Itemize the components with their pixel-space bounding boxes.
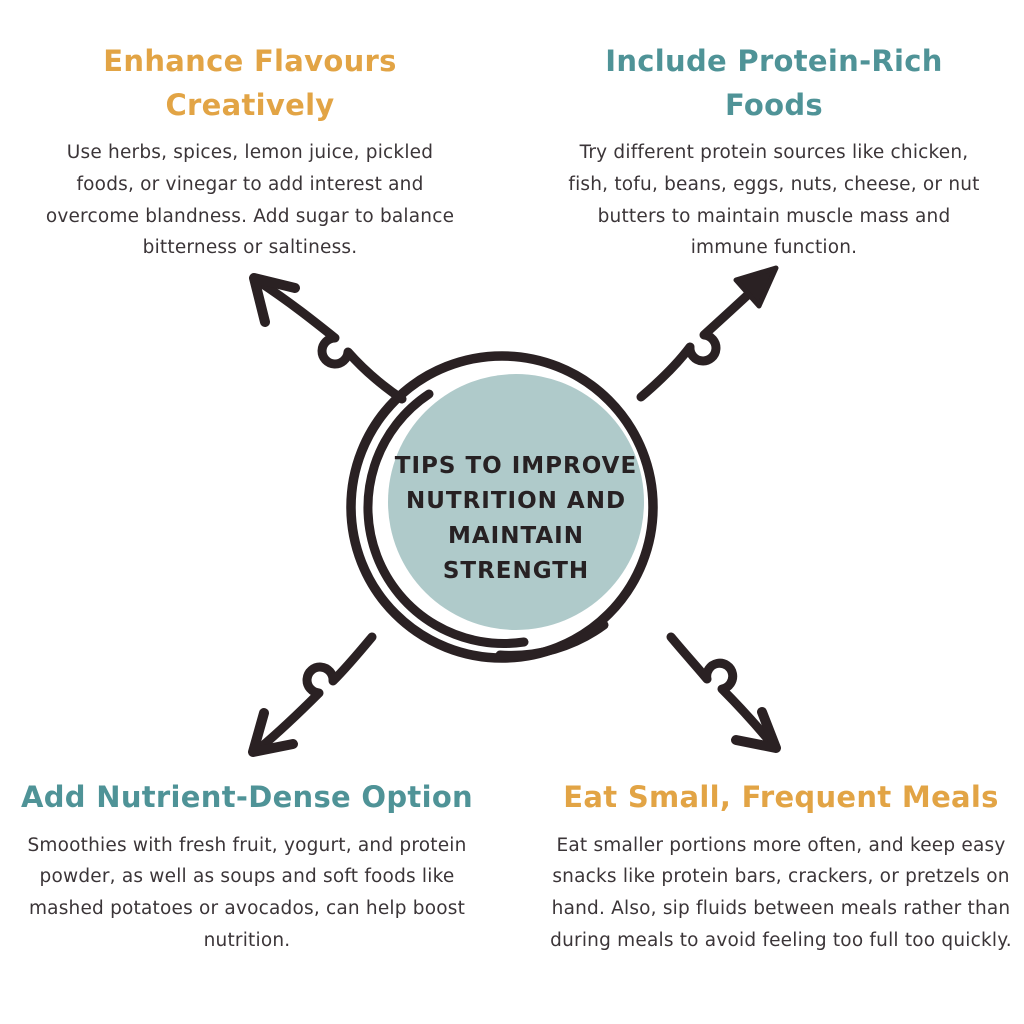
doodle-arrow-down-left-icon <box>248 632 377 757</box>
section-protein-rich-foods: Include Protein-Rich Foods Try different… <box>559 40 989 264</box>
section-nutrient-dense-option: Add Nutrient-Dense Option Smoothies with… <box>12 776 482 957</box>
doodle-arrow-up-left-icon <box>249 273 407 404</box>
section-heading: Eat Small, Frequent Meals <box>563 780 999 814</box>
section-heading: Add Nutrient-Dense Option <box>21 780 473 814</box>
center-topic-line: TIPS TO IMPROVE <box>394 453 638 479</box>
section-body: Eat smaller portions more often, and kee… <box>550 834 1012 951</box>
section-small-frequent-meals: Eat Small, Frequent Meals Eat smaller po… <box>546 776 1016 957</box>
center-ring-sketch-icon <box>346 351 658 663</box>
doodle-arrow-down-right-icon <box>666 632 781 753</box>
center-circle <box>388 374 644 630</box>
center-topic-label: TIPS TO IMPROVE NUTRITION AND MAINTAIN S… <box>386 449 646 589</box>
section-body: Use herbs, spices, lemon juice, pickled … <box>45 142 455 259</box>
center-topic-line: MAINTAIN <box>447 523 584 549</box>
center-topic-line: NUTRITION AND <box>405 488 627 514</box>
section-enhance-flavours: Enhance Flavours Creatively Use herbs, s… <box>35 40 465 264</box>
center-topic-line: STRENGTH <box>442 558 590 584</box>
section-heading: Include Protein-Rich Foods <box>605 44 943 122</box>
doodle-arrow-up-right-icon <box>636 265 779 402</box>
section-body: Try different protein sources like chick… <box>568 142 980 259</box>
section-body: Smoothies with fresh fruit, yogurt, and … <box>27 834 467 951</box>
section-heading: Enhance Flavours Creatively <box>103 44 397 122</box>
